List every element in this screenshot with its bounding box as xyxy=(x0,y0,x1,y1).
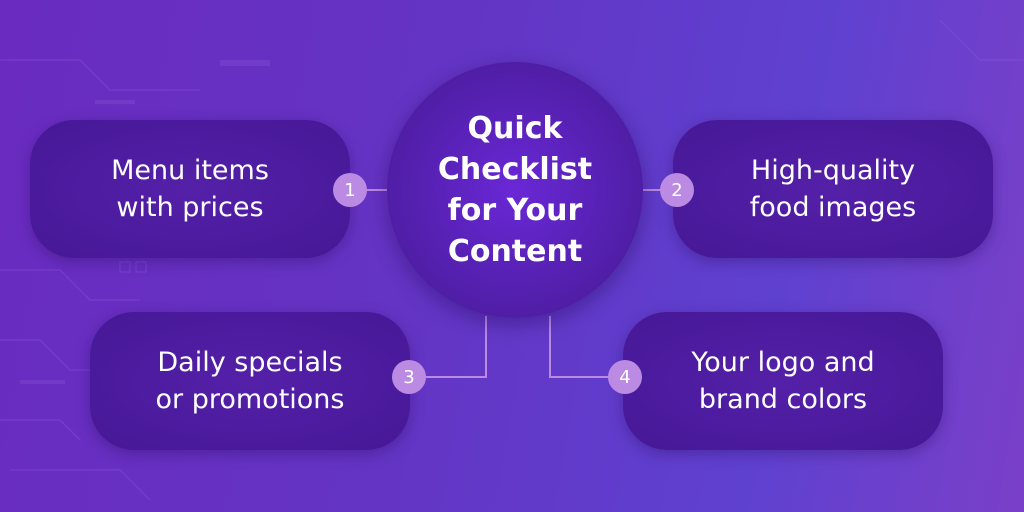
center-title-line: Quick xyxy=(467,111,563,146)
connector-4 xyxy=(549,376,611,378)
number-badge-3: 3 xyxy=(392,360,426,394)
connector-4 xyxy=(549,316,551,378)
number-badge-1: 1 xyxy=(333,173,367,207)
center-title-circle: Quick Checklist for Your Content xyxy=(387,62,643,318)
item-text-line: or promotions xyxy=(155,384,345,415)
number-badge-4: 4 xyxy=(608,360,642,394)
item-text-line: Your logo and xyxy=(691,347,875,378)
item-text-line: brand colors xyxy=(698,384,868,415)
checklist-item-2: High-quality food images xyxy=(673,120,993,258)
center-title-line: for Your xyxy=(447,193,583,228)
center-title-line: Content xyxy=(447,234,583,269)
checklist-item-4: Your logo and brand colors xyxy=(623,312,943,450)
checklist-item-1: Menu items with prices xyxy=(30,120,350,258)
connector-1 xyxy=(366,189,388,191)
checklist-item-3: Daily specials or promotions xyxy=(90,312,410,450)
item-text-line: with prices xyxy=(116,192,264,223)
item-text-line: High-quality xyxy=(750,155,916,186)
connector-3 xyxy=(424,376,487,378)
center-title-line: Checklist xyxy=(437,152,593,187)
item-text-line: Daily specials xyxy=(157,347,343,378)
connector-2 xyxy=(642,189,662,191)
connector-3 xyxy=(485,316,487,378)
item-text-line: Menu items xyxy=(111,155,269,186)
number-badge-2: 2 xyxy=(660,173,694,207)
item-text-line: food images xyxy=(749,192,917,223)
